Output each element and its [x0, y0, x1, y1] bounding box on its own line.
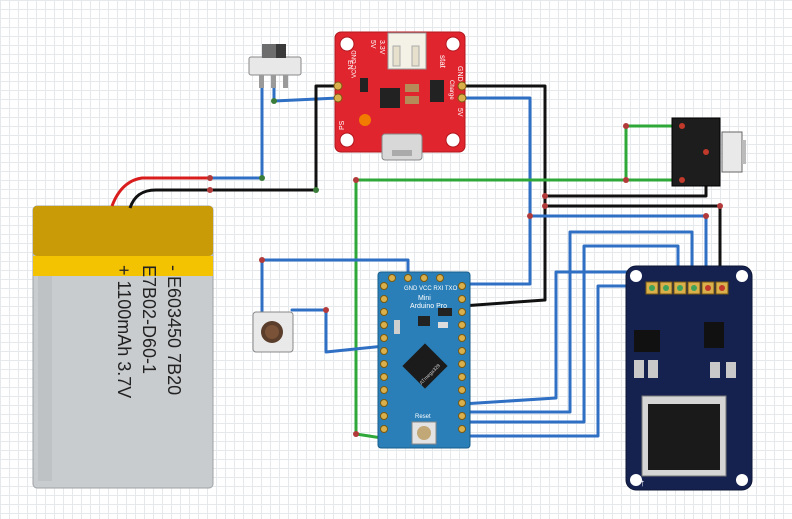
wire-switch-charger	[272, 86, 340, 103]
arduino-pin-pad	[380, 386, 388, 394]
arduino-pin-pad	[458, 347, 466, 355]
arduino-pin-pad	[380, 295, 388, 303]
arduino-pin-pad	[458, 386, 466, 394]
arduino-pin-pad	[380, 373, 388, 381]
arduino-pin-pad	[458, 282, 466, 290]
microsd-module: ↑	[625, 265, 753, 491]
charger-label-5v: 5V	[369, 40, 376, 49]
battery-tape-top	[33, 206, 213, 256]
arduino-pin-pad	[458, 321, 466, 329]
wire-button-gnd	[260, 258, 410, 322]
arduino-pin-pad	[458, 360, 466, 368]
arduino-pin-pad	[458, 425, 466, 433]
wire-sd-sck	[460, 230, 694, 414]
arduino-pin-pad	[380, 334, 388, 342]
charger-label-en: EN	[346, 60, 353, 70]
arduino-pro-mini: GND VCC RXI TXO Mini Arduino Pro ATmega3…	[377, 271, 471, 449]
battery-red-lead	[110, 176, 210, 207]
battery-label-3: + 1100mAh 3.7V	[114, 265, 134, 398]
arduino-pin-pad	[380, 321, 388, 329]
arduino-name-1: Mini	[418, 295, 431, 302]
battery-tape-band	[33, 256, 213, 276]
arduino-pin-pad	[380, 308, 388, 316]
wire-sd-mosi	[460, 244, 680, 424]
push-button	[252, 311, 294, 353]
arduino-pin-pad	[458, 334, 466, 342]
battery-edge-shade	[38, 276, 52, 481]
arduino-pin-pads	[380, 282, 466, 433]
arduino-pin-pad	[458, 295, 466, 303]
battery-label-2: E7B02-D60-1	[139, 265, 159, 374]
charger-label-vccgnd: VCC GND	[352, 50, 358, 78]
audio-jack	[671, 117, 746, 187]
wire-audio-signal	[354, 124, 684, 440]
arduino-pin-pad	[458, 412, 466, 420]
arduino-pin-pad	[380, 425, 388, 433]
wire-sd-cs	[460, 270, 654, 406]
wire-button-signal	[290, 308, 386, 354]
charger-label-gnd: GND	[456, 66, 463, 82]
charger-label-stat: stat	[438, 55, 447, 69]
arduino-pin-pad	[380, 282, 388, 290]
arduino-pin-pad	[458, 308, 466, 316]
arduino-pin-pad	[380, 347, 388, 355]
arduino-reset-label: Reset	[415, 414, 431, 420]
wire-battery-gnd	[208, 84, 340, 192]
arduino-name-2: Arduino Pro	[410, 303, 447, 310]
charger-label-5v-right: 5V	[456, 108, 463, 117]
arduino-top-pins: GND VCC RXI TXO	[404, 286, 458, 292]
battery-black-lead	[128, 188, 210, 209]
arduino-pin-pad	[380, 360, 388, 368]
sd-arrow-mark: ↑	[640, 478, 645, 489]
charger-label-3v3: 3.3V	[378, 40, 385, 55]
lipo-battery: - E603450 7B20 E7B02-D60-1 + 1100mAh 3.7…	[32, 205, 214, 489]
arduino-pin-pad	[458, 373, 466, 381]
arduino-pin-pad	[458, 399, 466, 407]
arduino-pin-pad	[380, 412, 388, 420]
wire-charger-raw	[460, 96, 532, 286]
lipo-charger-board: stat EN 5V 3.3V VCC GND PS GND Charge 5V	[333, 31, 467, 161]
charger-label-charge: Charge	[448, 80, 454, 100]
slide-switch	[248, 44, 302, 88]
wire-charger-gnd	[460, 84, 547, 308]
battery-label-1: - E603450 7B20	[164, 265, 184, 395]
charger-label-ps: PS	[339, 120, 346, 130]
wire-joints	[207, 98, 723, 437]
wire-battery-switch	[208, 86, 264, 180]
arduino-pin-pad	[380, 399, 388, 407]
